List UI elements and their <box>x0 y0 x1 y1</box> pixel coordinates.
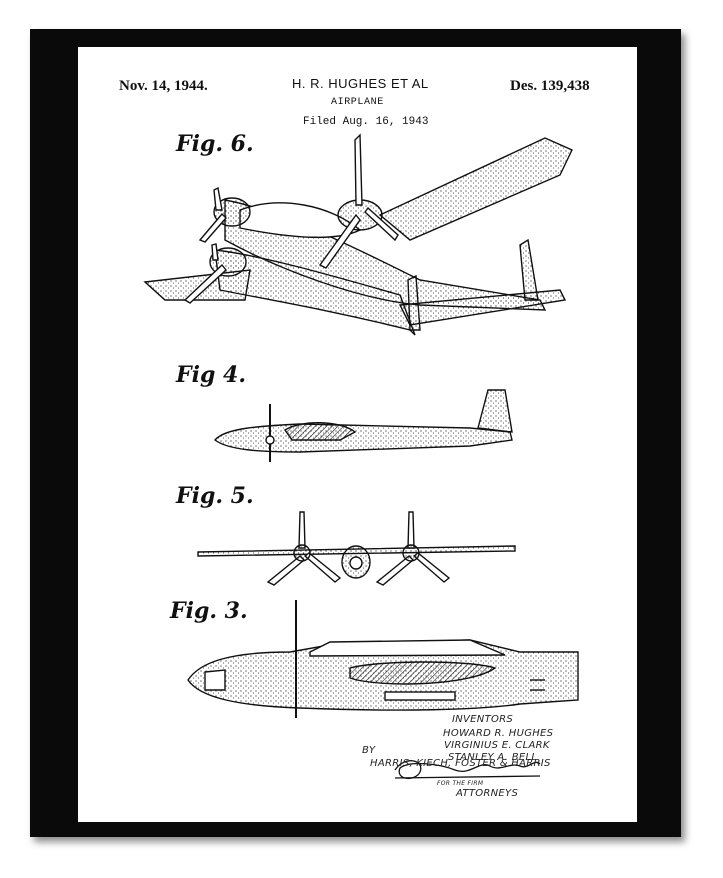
attorneys-label: ATTORNEYS <box>456 788 519 799</box>
fig-3-label: Fig. 3. <box>170 598 248 624</box>
fig-6-label: Fig. 6. <box>176 131 254 157</box>
inventor-name: HOWARD R. HUGHES <box>443 728 554 739</box>
law-firm: HARRIS, KIECH, FOSTER & HARRIS <box>370 758 551 769</box>
fig-6-airplane-perspective <box>143 133 573 336</box>
fig-4-label: Fig 4. <box>176 362 246 388</box>
by-label: BY <box>362 745 376 756</box>
fig-3-fuselage-detail <box>187 600 579 718</box>
patent-title: AIRPLANE <box>331 97 384 108</box>
inventor-name: STANLEY A. BELL <box>448 752 538 763</box>
fig-4-airplane-side <box>213 389 513 462</box>
fig-5-label: Fig. 5. <box>176 483 254 509</box>
inventor-header: H. R. HUGHES ET AL <box>292 76 429 91</box>
patent-date: Nov. 14, 1944. <box>119 78 208 94</box>
filed-date: Filed Aug. 16, 1943 <box>303 116 429 128</box>
signature-icon <box>394 760 541 779</box>
for-the-firm: FOR THE FIRM <box>437 780 484 787</box>
inventor-name: VIRGINIUS E. CLARK <box>444 740 550 751</box>
fig-5-airplane-front <box>197 511 516 586</box>
inventors-heading: INVENTORS <box>452 714 514 725</box>
patent-number: Des. 139,438 <box>510 78 590 94</box>
